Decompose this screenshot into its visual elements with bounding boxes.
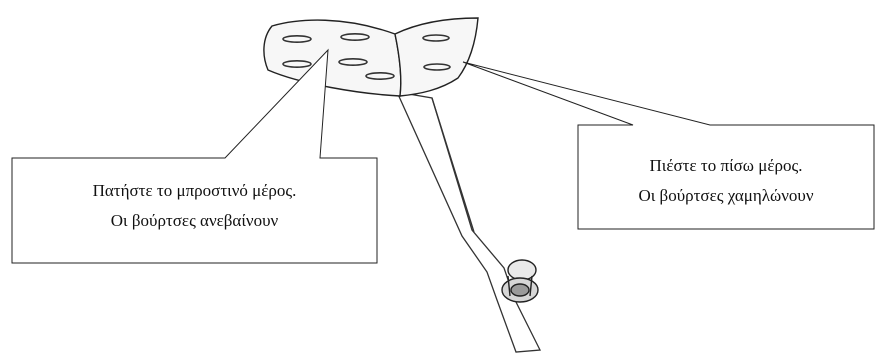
callout-box-back — [462, 61, 875, 230]
grip-slot — [338, 57, 368, 66]
pivot-bolt — [501, 259, 539, 303]
callout-front-text: Πατήστε το μπροστινό μέρος. Οι βούρτσες … — [12, 176, 377, 236]
bolt-inner — [510, 283, 530, 297]
grip-slot — [282, 34, 312, 43]
grip-slot — [282, 59, 312, 68]
grip-slot — [340, 32, 370, 41]
grip-slot — [365, 72, 395, 81]
callouts — [11, 48, 875, 264]
pedal-front-plate — [263, 19, 402, 97]
callout-box-front — [11, 48, 378, 264]
callout-back-text: Πιέστε το πίσω μέρος. Οι βούρτσες χαμηλώ… — [578, 151, 874, 211]
grip-slot — [422, 34, 450, 42]
callout-back-line2: Οι βούρτσες χαμηλώνουν — [638, 186, 814, 205]
grip-slot — [423, 63, 451, 71]
pedal-arm-body — [395, 91, 542, 353]
pedal-back-plate — [394, 17, 479, 97]
callout-front-line1: Πατήστε το μπροστινό μέρος. — [92, 181, 297, 200]
pedal-arm-edge — [431, 97, 475, 233]
pedal-arm — [395, 91, 542, 353]
callout-back-line1: Πιέστε το πίσω μέρος. — [649, 156, 803, 175]
callout-front-line2: Οι βούρτσες ανεβαίνουν — [110, 211, 279, 230]
bolt-shaft — [507, 275, 533, 297]
grip-slots — [282, 32, 451, 81]
